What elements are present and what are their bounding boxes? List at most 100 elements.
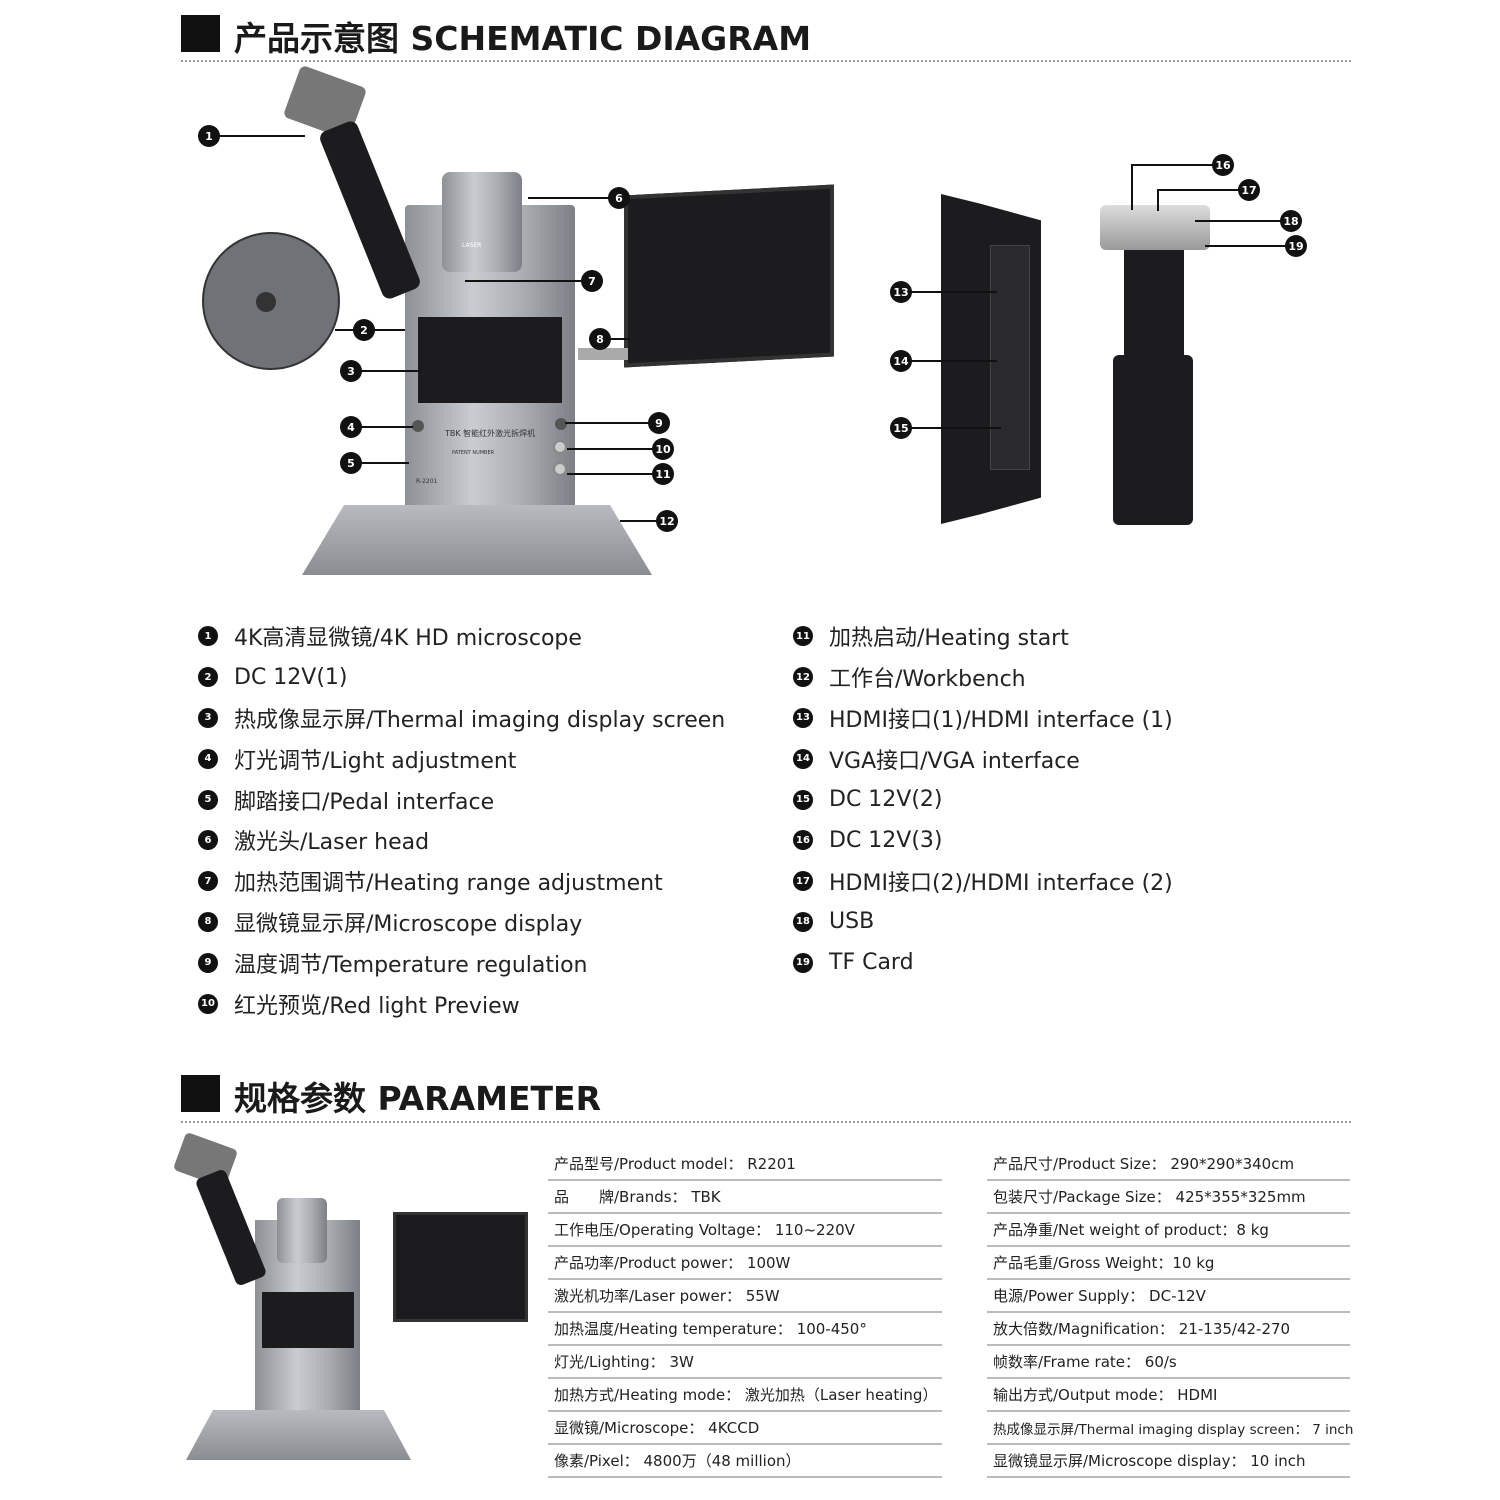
callout-2: 2 [353,319,375,341]
legend-text: 4K高清显微镜/4K HD microscope [234,626,582,652]
legend-text: 加热启动/Heating start [829,626,1069,652]
red-light-button [553,440,567,454]
legend-item: 18 USB [793,902,1173,943]
legend-number: 4 [198,748,218,769]
parameter-row: 像素/Pixel： 4800万（48 million） [548,1445,942,1478]
parameter-row: 产品尺寸/Product Size： 290*290*340cm [987,1148,1350,1181]
legend-text: 脚踏接口/Pedal interface [234,789,495,815]
callout-18: 18 [1280,210,1302,232]
legend-text: DC 12V(2) [829,787,943,813]
callout-14: 14 [890,350,912,372]
laser-label: LASER [462,242,482,249]
heating-start-button [553,462,567,476]
legend-item: 4 灯光调节/Light adjustment [198,738,725,779]
parameter-row: 显微镜/Microscope： 4KCCD [548,1412,942,1445]
callout-10: 10 [652,438,674,460]
legend-text: HDMI接口(1)/HDMI interface (1) [829,707,1173,733]
callout-7: 7 [581,270,603,292]
legend-item: 7 加热范围调节/Heating range adjustment [198,861,725,902]
legend-text: 灯光调节/Light adjustment [234,748,517,774]
parameter-row: 产品功率/Product power： 100W [548,1247,942,1280]
callout-3: 3 [340,360,362,382]
camera-lens [1113,355,1193,525]
legend-text: 红光预览/Red light Preview [234,993,520,1019]
callout-5: 5 [340,452,362,474]
callout-19: 19 [1285,235,1307,257]
legend-number: 9 [198,952,218,973]
parameter-row: 显微镜显示屏/Microscope display： 10 inch [987,1445,1350,1478]
legend-number: 18 [793,911,813,932]
legend-number: 3 [198,707,218,728]
legend-number: 15 [793,789,813,810]
legend-number: 17 [793,871,813,892]
legend-number: 19 [793,952,813,973]
microscope-display [624,184,834,368]
parameter-row: 产品净重/Net weight of product：8 kg [987,1214,1350,1247]
legend-number: 8 [198,911,218,932]
parameter-row: 产品型号/Product model： R2201 [548,1148,942,1181]
parameter-row: 激光机功率/Laser power： 55W [548,1280,942,1313]
callout-17: 17 [1238,179,1260,201]
parameter-row: 灯光/Lighting： 3W [548,1346,942,1379]
legend-number: 1 [198,626,218,647]
thermal-screen [418,317,562,403]
section-marker [181,15,220,52]
model-mark: R-2201 [416,478,438,485]
divider [181,60,1351,62]
legend-text: 激光头/Laser head [234,830,430,856]
legend-item: 13 HDMI接口(1)/HDMI interface (1) [793,698,1173,739]
callout-13: 13 [890,281,912,303]
callout-16: 16 [1212,154,1234,176]
parameter-row: 包装尺寸/Package Size： 425*355*325mm [987,1181,1350,1214]
parameter-row: 热成像显示屏/Thermal imaging display screen： 7… [987,1412,1353,1445]
legend-item: 3 热成像显示屏/Thermal imaging display screen [198,698,725,739]
callout-1: 1 [198,125,220,147]
workbench [302,505,652,575]
patent-label: PATENT NUMBER [452,450,495,456]
callout-11: 11 [652,463,674,485]
legend-text: 温度调节/Temperature regulation [234,952,588,978]
parameter-row: 加热温度/Heating temperature： 100-450° [548,1313,942,1346]
camera-side-view [1100,205,1210,250]
legend-number: 7 [198,871,218,892]
legend-number: 5 [198,789,218,810]
legend-number: 13 [793,707,813,728]
legend-item: 17 HDMI接口(2)/HDMI interface (2) [793,861,1173,902]
parameter-row: 电源/Power Supply： DC-12V [987,1280,1350,1313]
parameter-row: 产品毛重/Gross Weight：10 kg [987,1247,1350,1280]
legend-text: HDMI接口(2)/HDMI interface (2) [829,871,1173,897]
legend-number: 14 [793,748,813,769]
parameter-row: 加热方式/Heating mode： 激光加热（Laser heating） [548,1379,942,1412]
legend-item: 15 DC 12V(2) [793,779,1173,820]
brand-label: TBK 智能红外激光拆焊机 [445,428,535,439]
schematic-title: 产品示意图 SCHEMATIC DIAGRAM [234,19,812,58]
parameter-row: 放大倍数/Magnification： 21-135/42-270 [987,1313,1350,1346]
light-knob [412,420,424,432]
legend-text: 加热范围调节/Heating range adjustment [234,871,663,897]
legend-text: TF Card [829,950,914,976]
legend-text: 工作台/Workbench [829,667,1026,693]
display-arm [578,348,628,360]
legend-text: USB [829,909,875,935]
port-panel [990,245,1030,470]
parameter-row: 帧数率/Frame rate： 60/s [987,1346,1350,1379]
legend-text: 热成像显示屏/Thermal imaging display screen [234,707,726,733]
brand: TBK [445,429,461,438]
legend-item: 5 脚踏接口/Pedal interface [198,779,725,820]
callout-4: 4 [340,416,362,438]
parameter-title: 规格参数 PARAMETER [234,1079,601,1118]
parameter-row: 输出方式/Output mode： HDMI [987,1379,1350,1412]
legend-text: DC 12V(1) [234,664,348,690]
legend-item: 1 4K高清显微镜/4K HD microscope [198,616,725,657]
device-name: 智能红外激光拆焊机 [463,429,536,438]
